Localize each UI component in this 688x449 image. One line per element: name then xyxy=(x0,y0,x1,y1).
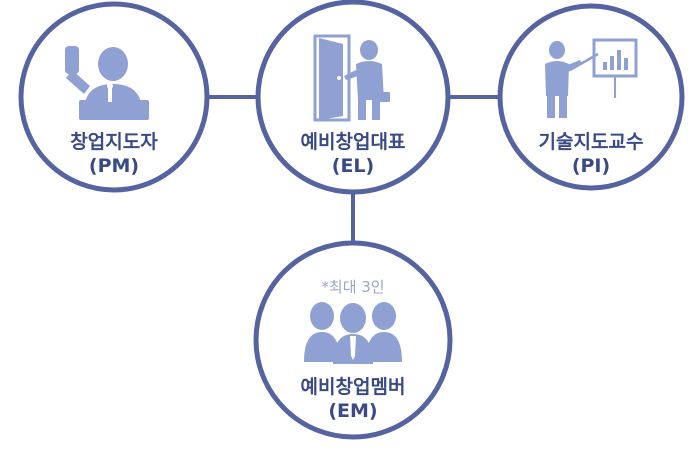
node-title-pi: 기술지도교수 xyxy=(538,131,644,153)
node-title-el: 예비창업대표 xyxy=(300,131,406,153)
node-circle-el xyxy=(255,0,451,195)
businessman-opening-door-icon xyxy=(313,34,390,122)
node-label-pm: 창업지도자 (PM) xyxy=(44,130,184,178)
node-title-pm: 창업지도자 xyxy=(70,131,158,153)
node-abbr-pm: (PM) xyxy=(88,155,140,177)
node-abbr-el: (EL) xyxy=(331,155,375,177)
node-title-em: 예비창업멤버 xyxy=(300,376,406,398)
group-of-three-people-icon xyxy=(304,302,402,364)
node-label-em: 예비창업멤버 (EM) xyxy=(278,375,428,423)
node-note-em: *최대 3인 xyxy=(321,278,385,296)
speaker-raising-hand-icon xyxy=(65,46,149,120)
node-abbr-em: (EM) xyxy=(328,400,378,422)
presenter-with-chart-icon xyxy=(545,38,638,118)
node-abbr-pi: (PI) xyxy=(571,155,611,177)
node-label-el: 예비창업대표 (EL) xyxy=(278,130,428,178)
node-label-pi: 기술지도교수 (PI) xyxy=(516,130,666,178)
